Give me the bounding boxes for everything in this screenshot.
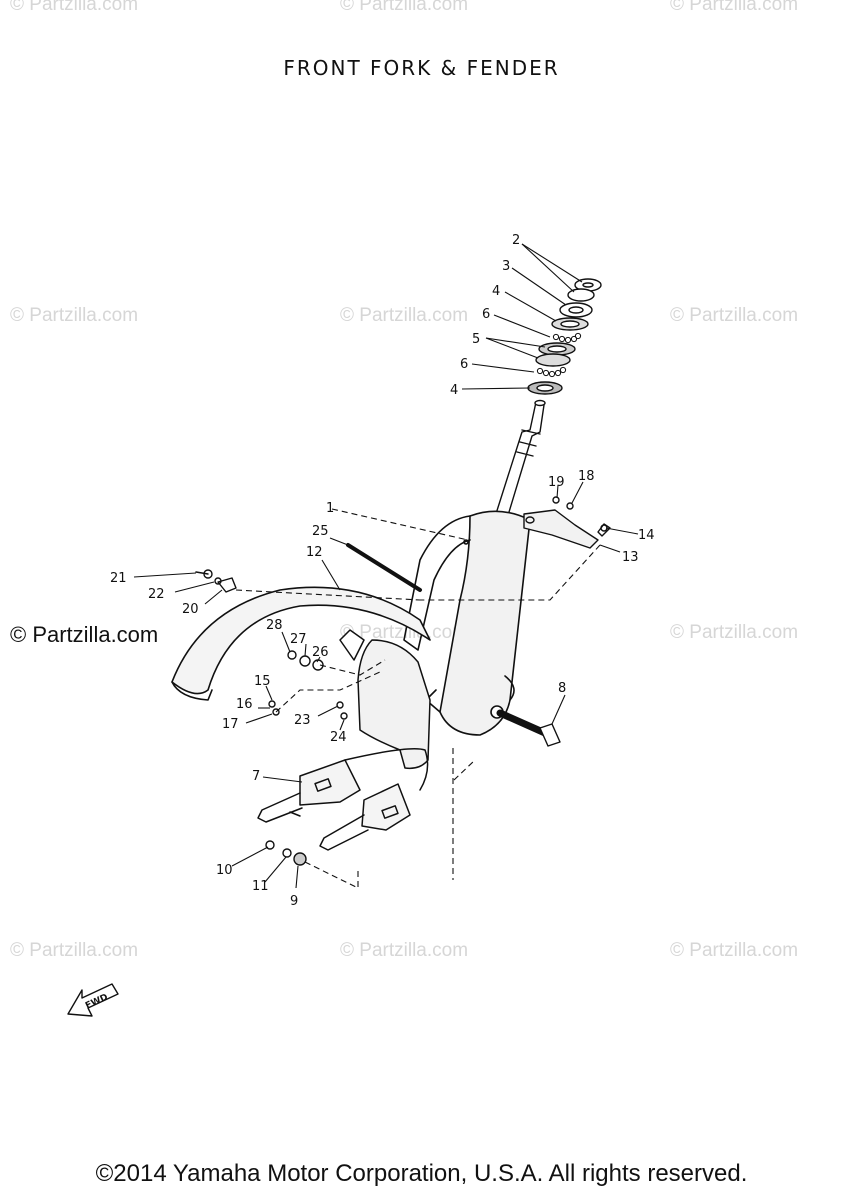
bearing-stack <box>527 278 602 395</box>
callout-11: 11 <box>252 879 269 894</box>
callout-22: 22 <box>148 587 165 602</box>
callout-23: 23 <box>294 713 311 728</box>
watermark: © Partzilla.com <box>10 0 139 15</box>
callout-28: 28 <box>266 618 283 633</box>
callout-labels: 2 3 4 6 5 6 4 19 18 1 14 25 13 12 21 22 … <box>84 233 654 1011</box>
callout-6: 6 <box>482 307 490 322</box>
callout-3: 3 <box>502 259 510 274</box>
watermark: © Partzilla.com <box>340 0 469 15</box>
fender-stay-bracket <box>523 509 611 549</box>
front-fender <box>171 586 431 701</box>
watermark: © Partzilla.com <box>670 0 799 15</box>
front-fork <box>403 510 531 736</box>
watermark-dark: © Partzilla.com <box>10 622 159 647</box>
diagram-title: FRONT FORK & FENDER <box>283 56 560 80</box>
callout-19: 19 <box>548 475 565 490</box>
callout-1: 1 <box>326 501 334 516</box>
callout-14: 14 <box>638 528 655 543</box>
watermark: © Partzilla.com <box>670 940 799 961</box>
callout-12: 12 <box>306 545 323 560</box>
watermark: © Partzilla.com <box>10 940 139 961</box>
steering-stem <box>493 399 546 523</box>
fender-stay <box>257 748 429 851</box>
callout-7: 7 <box>252 769 260 784</box>
callout-9: 9 <box>290 894 298 909</box>
inner-mudguard <box>339 629 431 770</box>
callout-17: 17 <box>222 717 239 732</box>
copyright-notice: ©2014 Yamaha Motor Corporation, U.S.A. A… <box>95 1160 748 1187</box>
fwd-arrow-icon <box>67 983 119 1017</box>
callout-15: 15 <box>254 674 271 689</box>
watermark: © Partzilla.com <box>340 622 469 643</box>
callout-18: 18 <box>578 469 595 484</box>
callout-24: 24 <box>330 730 347 745</box>
callout-20: 20 <box>182 602 199 617</box>
callout-6: 6 <box>460 357 468 372</box>
watermark: © Partzilla.com <box>340 305 469 326</box>
callout-16: 16 <box>236 697 253 712</box>
watermark: © Partzilla.com <box>670 622 799 643</box>
watermark: © Partzilla.com <box>670 305 799 326</box>
callout-21: 21 <box>110 571 127 586</box>
callout-10: 10 <box>216 863 233 878</box>
callout-4: 4 <box>450 383 458 398</box>
callout-4: 4 <box>492 284 500 299</box>
callout-27: 27 <box>290 632 307 647</box>
callout-25: 25 <box>312 524 329 539</box>
callout-26: 26 <box>312 645 329 660</box>
axle-bolt <box>496 709 561 747</box>
callout-8: 8 <box>558 681 566 696</box>
watermark: © Partzilla.com <box>10 305 139 326</box>
callout-13: 13 <box>622 550 639 565</box>
callout-5: 5 <box>472 332 480 347</box>
callout-2: 2 <box>512 233 520 248</box>
watermark: © Partzilla.com <box>340 940 469 961</box>
